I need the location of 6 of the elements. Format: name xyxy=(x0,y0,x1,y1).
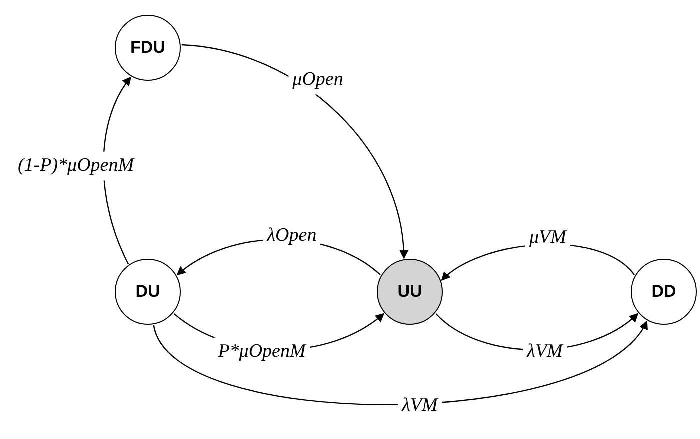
state-label: UU xyxy=(398,281,422,304)
arrow xyxy=(153,320,648,406)
state-label: FDU xyxy=(130,37,166,60)
state-label: DU xyxy=(136,281,160,304)
arrow xyxy=(182,44,408,260)
state-label: DD xyxy=(652,281,676,304)
